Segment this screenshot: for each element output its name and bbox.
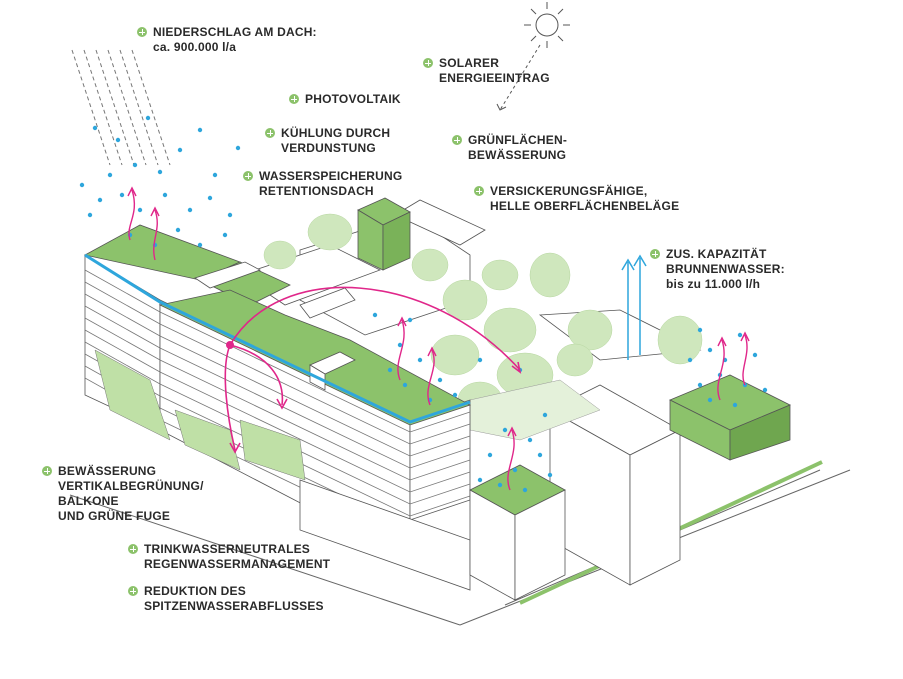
well-water-arrows <box>621 254 647 360</box>
sun-icon <box>496 2 570 111</box>
plus-bullet-icon <box>243 171 253 181</box>
plus-bullet-icon <box>137 27 147 37</box>
distribution-node <box>226 341 234 349</box>
label-niederschlag: NIEDERSCHLAG AM DACH:ca. 900.000 l/a <box>137 25 317 55</box>
plus-bullet-icon <box>128 586 138 596</box>
main-building <box>84 254 471 591</box>
green-tower <box>357 197 411 271</box>
plus-bullet-icon <box>650 249 660 259</box>
irrigation-arrows <box>224 286 522 454</box>
rain-arrows-icon <box>71 49 171 166</box>
plus-bullet-icon <box>423 58 433 68</box>
plus-bullet-icon <box>289 94 299 104</box>
water-drops <box>79 115 768 493</box>
right-buildings <box>469 374 791 601</box>
plus-bullet-icon <box>42 466 52 476</box>
plus-bullet-icon <box>265 128 275 138</box>
evaporation-arrows <box>127 186 750 491</box>
retention-edge <box>84 253 471 424</box>
label-photovoltaik: PHOTOVOLTAIK <box>289 92 401 107</box>
plus-bullet-icon <box>474 186 484 196</box>
plus-bullet-icon <box>128 544 138 554</box>
plus-bullet-icon <box>452 135 462 145</box>
label-gruenflaechen: GRÜNFLÄCHEN-BEWÄSSERUNG <box>452 133 567 163</box>
label-versickerung: VERSICKERUNGSFÄHIGE,HELLE OBERFLÄCHENBEL… <box>474 184 679 214</box>
green-roof <box>83 224 472 426</box>
